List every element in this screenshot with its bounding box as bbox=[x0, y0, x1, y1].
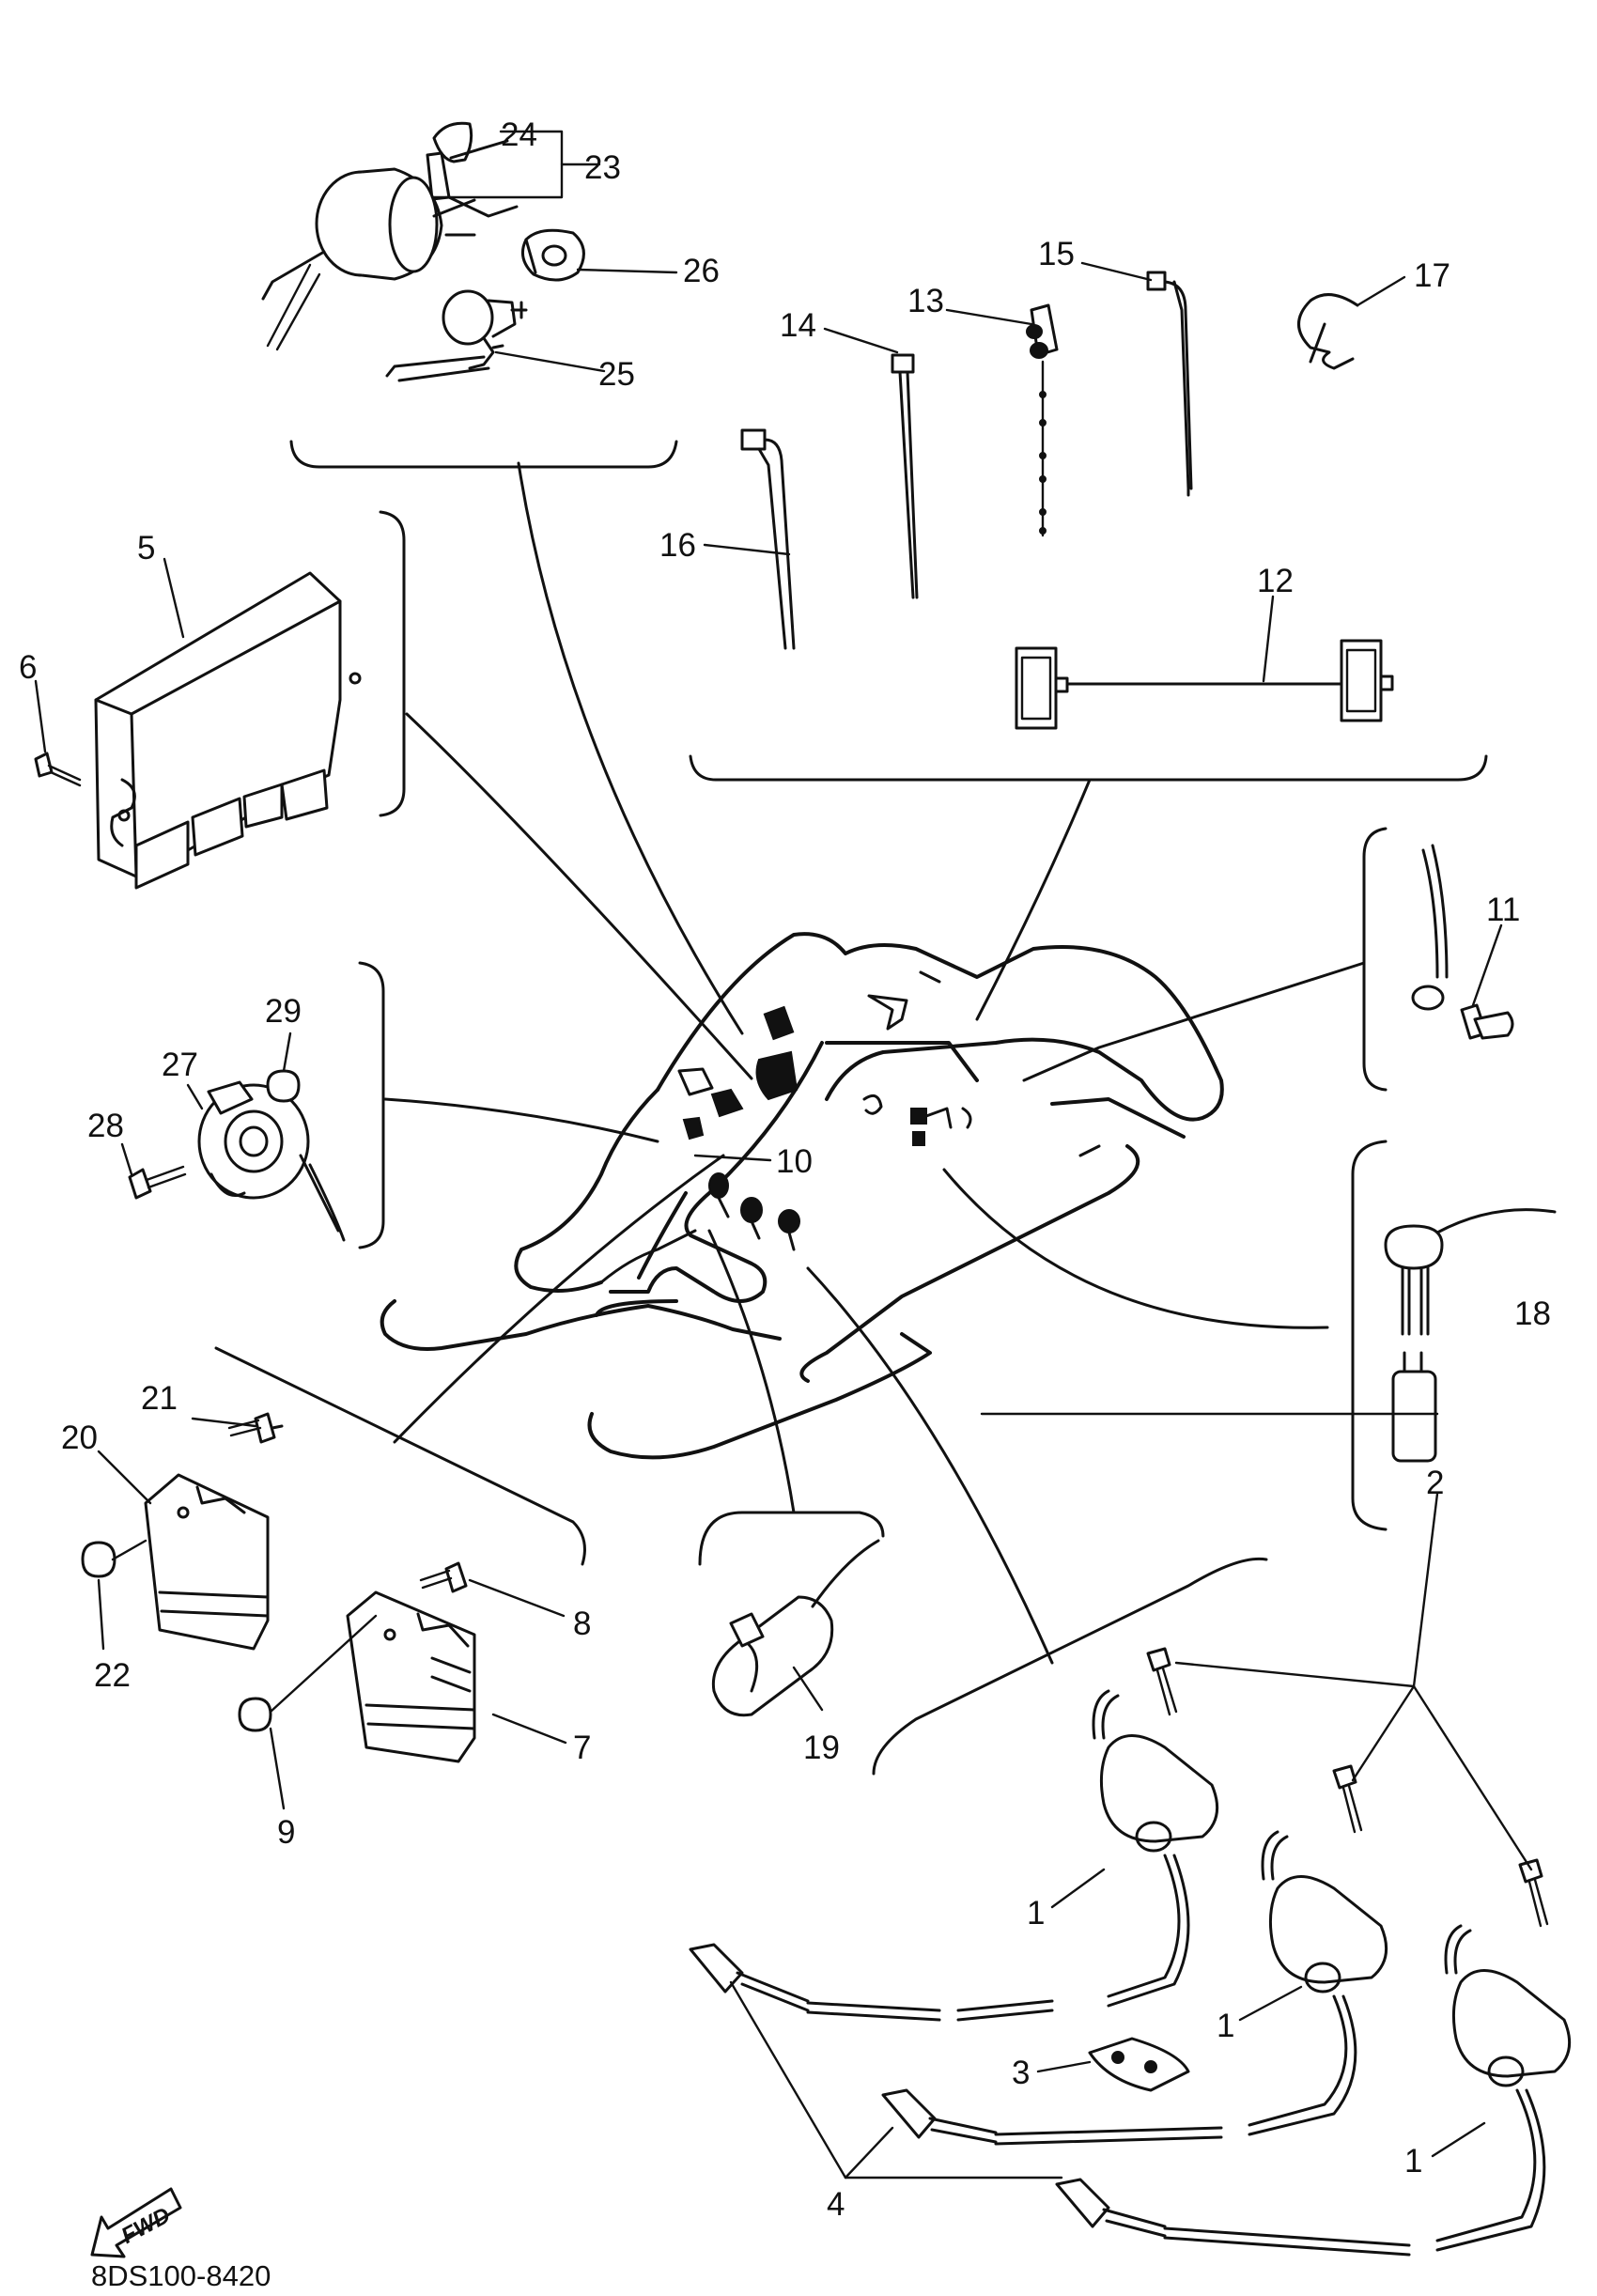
part-18-sensor bbox=[1384, 1208, 1557, 1463]
callout-9: 9 bbox=[277, 1814, 295, 1851]
part-27-sensor bbox=[128, 1069, 346, 1242]
callout-5: 5 bbox=[137, 530, 155, 566]
part-11-ground-lead bbox=[1411, 844, 1514, 1040]
part-19-condenser bbox=[711, 1539, 880, 1717]
callout-11: 11 bbox=[1486, 892, 1520, 928]
forward-arrow-icon: FWD bbox=[90, 2187, 182, 2258]
group-brackets bbox=[214, 440, 1488, 1776]
main-switch-assembly bbox=[261, 121, 519, 351]
callout-16: 16 bbox=[659, 527, 696, 564]
callout-8: 8 bbox=[573, 1606, 591, 1642]
callout-numbers: 1 1 1 2 3 4 5 6 7 8 9 10 11 12 13 14 15 … bbox=[19, 116, 1551, 2223]
callout-28: 28 bbox=[87, 1108, 124, 1144]
wire-harness-frame bbox=[380, 932, 1224, 1460]
callout-21: 21 bbox=[141, 1380, 178, 1417]
callout-3: 3 bbox=[1012, 2055, 1030, 2091]
part-5-control-unit bbox=[34, 571, 362, 890]
callout-22: 22 bbox=[94, 1657, 131, 1694]
callout-25: 25 bbox=[598, 356, 635, 393]
callout-1b: 1 bbox=[1217, 2008, 1234, 2044]
part-17-clip bbox=[1297, 293, 1359, 370]
callout-7: 7 bbox=[573, 1730, 591, 1766]
callout-4: 4 bbox=[827, 2186, 845, 2223]
callout-14: 14 bbox=[780, 307, 816, 344]
part-25-switch bbox=[385, 289, 528, 382]
part-7-unit bbox=[238, 1561, 476, 1763]
callout-29: 29 bbox=[265, 993, 302, 1030]
callout-1c: 1 bbox=[1404, 2143, 1422, 2180]
figure-code: 8DS100-8420 bbox=[91, 2259, 271, 2292]
callout-20: 20 bbox=[61, 1419, 98, 1456]
callout-1a: 1 bbox=[1027, 1895, 1045, 1931]
harness-connector-lines bbox=[383, 461, 1366, 1665]
part-13-clamp bbox=[1026, 303, 1059, 537]
callout-2: 2 bbox=[1426, 1465, 1444, 1501]
callout-6: 6 bbox=[19, 649, 37, 686]
callout-24: 24 bbox=[501, 116, 537, 153]
leader-lines bbox=[34, 130, 1533, 2180]
part-12-fuse-holder bbox=[1015, 639, 1394, 730]
part-14-cable-tie bbox=[891, 353, 919, 599]
callout-27: 27 bbox=[162, 1047, 198, 1083]
callout-23: 23 bbox=[584, 149, 621, 186]
callout-26: 26 bbox=[683, 253, 720, 289]
callout-19: 19 bbox=[803, 1730, 840, 1766]
callout-17: 17 bbox=[1414, 257, 1450, 294]
ignition-coils bbox=[689, 1647, 1572, 2257]
part-26-ring-nut bbox=[520, 228, 585, 282]
part-16-band bbox=[740, 428, 796, 650]
part-20-unit bbox=[81, 1412, 284, 1651]
callout-15: 15 bbox=[1038, 236, 1075, 272]
callout-13: 13 bbox=[907, 283, 944, 319]
callout-12: 12 bbox=[1257, 563, 1294, 599]
part-15-band bbox=[1146, 271, 1193, 497]
callout-10: 10 bbox=[776, 1143, 813, 1180]
callout-18: 18 bbox=[1514, 1295, 1551, 1332]
